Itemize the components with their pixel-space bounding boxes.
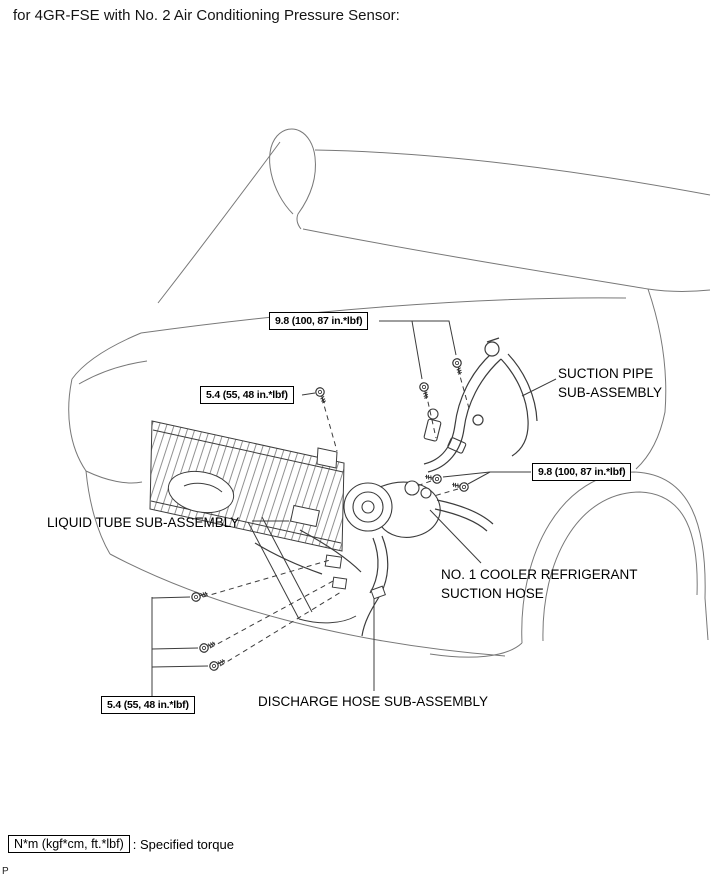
cowl-line (302, 228, 711, 292)
alignment-dashed-lines (202, 368, 471, 667)
hood-opening-line (140, 297, 627, 334)
tube-bracket (290, 504, 320, 528)
suction-pipe-illustration (423, 337, 538, 473)
label-suction-pipe-line1: SUCTION PIPE (558, 366, 654, 381)
torque-spec-box-condenser-bolt: 5.4 (55, 48 in.*lbf) (200, 386, 294, 404)
tube-bracket-3 (331, 576, 348, 590)
lower-body-line (109, 553, 506, 657)
label-liquid-tube: LIQUID TUBE SUB-ASSEMBLY (47, 515, 240, 530)
torque-spec-box-compressor-fittings: 9.8 (100, 87 in.*lbf) (532, 463, 632, 481)
headlight-inner-line (78, 360, 148, 385)
left-fender-line (71, 332, 142, 380)
headlight-outline (68, 378, 143, 484)
torque-spec-box-liquid-tube-bolts: 5.4 (55, 48 in.*lbf) (101, 696, 195, 714)
wheel-arch-inner (542, 491, 698, 642)
bolt-icon (418, 381, 432, 401)
label-cooler-hose: NO. 1 COOLER REFRIGERANT SUCTION HOSE (441, 565, 638, 603)
label-discharge-hose: DISCHARGE HOSE SUB-ASSEMBLY (258, 694, 489, 709)
liquid-tube-line (254, 542, 323, 575)
front-bumper-line (85, 470, 111, 555)
label-cooler-hose-line2: SUCTION HOSE (441, 586, 544, 601)
bolt-icon (451, 357, 465, 377)
page-corner-mark: P (2, 866, 9, 877)
torque-legend-meaning: : Specified torque (132, 836, 234, 852)
roof-line (314, 149, 711, 196)
cooler-suction-hose-line (436, 499, 494, 525)
torque-spec-box-suction-pipe-bolts: 9.8 (100, 87 in.*lbf) (269, 312, 369, 330)
condenser-support-line (247, 521, 300, 620)
hose-clamp (370, 585, 386, 600)
torque-legend-symbol-box: N*m (kgf*cm, ft.*lbf) (8, 835, 130, 853)
discharge-hose-line (361, 535, 389, 637)
car-body-outline (68, 128, 711, 658)
under-arch-line (429, 642, 523, 658)
page-title: for 4GR-FSE with No. 2 Air Conditioning … (13, 7, 400, 24)
label-leader-lines (151, 320, 557, 696)
label-suction-pipe-line2: SUB-ASSEMBLY (558, 385, 663, 400)
label-cooler-hose-line1: NO. 1 COOLER REFRIGERANT (441, 567, 638, 582)
bolt-icon (313, 385, 329, 406)
wheel-arch-outer (521, 471, 706, 644)
refrigerant-fittings (404, 408, 467, 499)
label-suction-pipe: SUCTION PIPE SUB-ASSEMBLY (558, 364, 662, 402)
torque-legend: N*m (kgf*cm, ft.*lbf) : Specified torque (8, 835, 234, 853)
pressure-sensor-illustration (423, 418, 442, 442)
tube-bracket-2 (324, 554, 343, 569)
hose-illustrations (254, 499, 494, 637)
right-fender-crease (635, 288, 667, 470)
rocker-line (704, 597, 709, 641)
condenser-support-line-2 (261, 516, 313, 613)
side-mirror-outline (269, 128, 316, 230)
a-pillar-line (157, 141, 281, 304)
compressor-illustration (343, 481, 441, 538)
